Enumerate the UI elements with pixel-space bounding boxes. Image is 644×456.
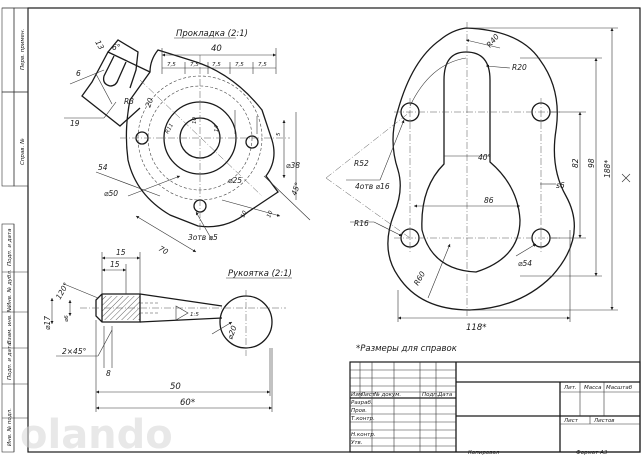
dim-label: 15 (116, 248, 126, 257)
gasket-view (64, 39, 311, 253)
dim-label: ⌀6 (64, 315, 70, 322)
title-block (349, 361, 641, 453)
dim-label: 1:5 (190, 312, 199, 318)
label-tkontr: Т.контр. (351, 416, 375, 422)
label-razrab: Разраб. (351, 400, 373, 406)
label-listov: Листов (593, 418, 615, 424)
drawing-frame (1, 7, 641, 453)
side-label: Взам. инв. № (7, 306, 13, 344)
dim-label: 7,5 (258, 62, 267, 68)
dim-label: ⌀25 (228, 176, 242, 185)
dim-label: 14 (214, 125, 220, 132)
dim-label: 8 (106, 369, 111, 378)
label-ndokum: № докум. (373, 392, 401, 398)
dim-label: 20 (143, 96, 155, 108)
dim-label: 6° (112, 43, 121, 52)
handle-labels: Рукоятка (2:1) 15 15 120° ⌀17 ⌀6 2×45° 8… (43, 248, 292, 408)
side-label: Инв. № дубл. (7, 269, 13, 307)
side-label: Инв. № подл. (7, 408, 13, 446)
dim-label: 40° (478, 153, 492, 162)
label-kopiroval: Копировал (468, 450, 500, 456)
side-label: Подп. и дата (7, 342, 13, 380)
bracket-labels: R40 R20 R52 40° 4отв ⌀16 R16 86 82 98 18… (354, 32, 612, 333)
dim-label: 82 (571, 158, 580, 168)
label-utv: Утв. (351, 440, 363, 446)
label-lit: Лит. (563, 385, 577, 391)
dim-label: 188* (603, 160, 612, 178)
dim-label: 118* (466, 323, 486, 333)
dim-label: R3 (124, 97, 134, 106)
dim-label: ⌀17 (43, 316, 52, 330)
dim-label: 7,5 (167, 62, 176, 68)
dim-label: 3отв ⌀5 (188, 233, 218, 242)
side-label: Справ. № (20, 138, 26, 165)
dim-label: 45° (289, 181, 302, 197)
dim-label: 19 (70, 119, 80, 128)
gasket-labels: Прокладка (2:1) 13 6° 6 19 R3 20 40 7,5 … (70, 29, 303, 257)
label-podp: Подп. (422, 392, 439, 398)
dim-label: 5 (276, 132, 282, 136)
dim-label: 40 (211, 44, 222, 54)
dim-label: 54 (98, 163, 108, 172)
side-label: Перв. примен. (20, 28, 26, 70)
dim-label: R40 (485, 32, 502, 49)
side-label: Подп. и дата (7, 228, 13, 266)
label-prov: Пров. (351, 408, 367, 414)
dim-label: R11 (165, 123, 176, 135)
label-list2: Лист (360, 392, 376, 398)
label-list: Лист (563, 418, 579, 424)
gasket-title: Прокладка (2:1) (176, 29, 248, 39)
side-labels: Перв. примен. Справ. № Подп. и дата Инв.… (7, 28, 26, 446)
dim-label: 60* (180, 398, 195, 408)
dim-label: 10 (266, 210, 274, 219)
reference-note: *Размеры для справок (356, 344, 458, 354)
dim-label: 7,5 (190, 62, 199, 68)
dim-label: ⌀50 (104, 189, 118, 198)
dim-label: R52 (354, 159, 369, 168)
dim-label: 15 (110, 260, 120, 269)
handle-title: Рукоятка (2:1) (228, 269, 292, 279)
dim-label: 120° (54, 281, 71, 301)
dim-label: 10 (192, 117, 198, 124)
dim-label: 50 (170, 382, 181, 392)
dim-label: 2×45° (62, 347, 87, 356)
label-izm: Изм. (351, 392, 364, 398)
label-nkontr: Н.контр. (351, 432, 376, 438)
label-massa: Масса (584, 385, 602, 391)
handle-view (50, 252, 286, 412)
label-format: Формат А3 (576, 450, 608, 456)
title-block-labels: Лит. Масса Масштаб Лист Листов Изм. Лист… (351, 385, 633, 446)
bracket-view (325, 22, 631, 322)
dim-label: R16 (354, 219, 369, 228)
dim-label: ⌀38 (286, 161, 300, 170)
dim-label: 10 (240, 210, 248, 219)
dim-label: 4отв ⌀16 (355, 182, 390, 191)
dim-label: 86 (484, 196, 494, 205)
dim-label: 13 (93, 39, 106, 52)
dim-label: 7,5 (212, 62, 221, 68)
dim-label: R60 (412, 270, 427, 287)
dim-label: R20 (512, 63, 527, 72)
dim-label: 6 (76, 69, 81, 78)
dim-label: 7,5 (235, 62, 244, 68)
dim-label: ⌀54 (518, 259, 532, 268)
label-data: Дата (437, 392, 453, 398)
label-masshtab: Масштаб (606, 385, 633, 391)
watermark-logo: olando (20, 412, 173, 456)
dim-label: 70 (157, 244, 170, 257)
dim-label: s6 (556, 181, 565, 190)
dim-label: ⌀20 (225, 324, 238, 341)
dim-label: 98 (587, 158, 596, 168)
